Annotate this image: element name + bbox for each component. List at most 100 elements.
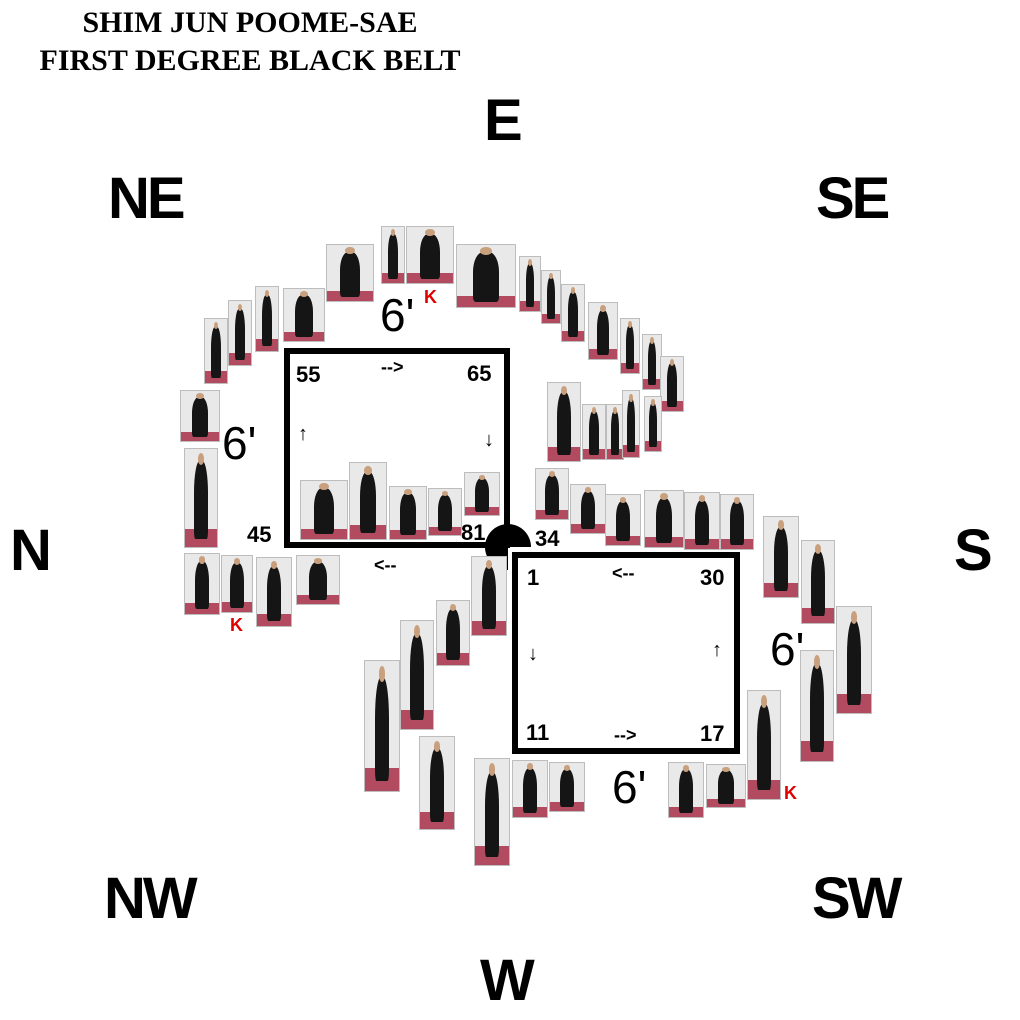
movement-photo bbox=[256, 557, 292, 627]
practitioner-head bbox=[669, 359, 675, 366]
practitioner-figure bbox=[194, 561, 210, 610]
lower-box-arrow-bottom: --> bbox=[614, 725, 637, 745]
practitioner-head bbox=[813, 655, 821, 669]
lower-movement-box bbox=[512, 552, 740, 754]
practitioner-head bbox=[526, 763, 534, 770]
practitioner-figure bbox=[627, 398, 635, 452]
practitioner-figure bbox=[615, 501, 631, 541]
practitioner-figure bbox=[191, 397, 209, 437]
practitioner-figure bbox=[809, 664, 825, 753]
practitioner-head bbox=[549, 273, 553, 280]
kick-marker: K bbox=[784, 783, 797, 803]
movement-photo bbox=[535, 468, 569, 520]
practitioner-head bbox=[300, 291, 308, 298]
upper-box-arrow-top: --> bbox=[381, 357, 404, 377]
practitioner-figure bbox=[667, 363, 677, 407]
movement-photo bbox=[255, 286, 279, 352]
practitioner-figure bbox=[596, 309, 610, 355]
movement-photo bbox=[389, 486, 427, 540]
compass-northeast: NE bbox=[108, 166, 186, 231]
practitioner-head bbox=[425, 229, 435, 236]
movement-photo bbox=[642, 334, 662, 390]
movement-photo bbox=[644, 490, 684, 548]
practitioner-figure bbox=[580, 490, 596, 530]
practitioner-head bbox=[563, 764, 571, 771]
movement-photo bbox=[561, 284, 585, 342]
practitioner-figure bbox=[649, 403, 657, 447]
practitioner-head bbox=[413, 625, 421, 639]
compass-north: N bbox=[10, 518, 52, 583]
compass-west: W bbox=[480, 948, 535, 1013]
movement-photo bbox=[300, 480, 348, 540]
practitioner-head bbox=[404, 489, 412, 496]
practitioner-head bbox=[364, 466, 372, 476]
practitioner-figure bbox=[313, 487, 335, 535]
practitioner-figure bbox=[846, 619, 862, 705]
movement-photo bbox=[668, 762, 704, 818]
practitioner-figure bbox=[437, 494, 453, 532]
practitioner-head bbox=[850, 611, 858, 624]
practitioner-figure bbox=[262, 294, 272, 346]
practitioner-figure bbox=[429, 748, 445, 822]
practitioner-head bbox=[196, 393, 204, 399]
practitioner-figure bbox=[473, 252, 499, 303]
pivot-count: 34 bbox=[535, 526, 560, 551]
practitioner-head bbox=[319, 483, 329, 491]
practitioner-figure bbox=[756, 703, 772, 791]
upper-box-count-bottom-left: 45 bbox=[247, 522, 272, 547]
lower-box-count-bottom-right: 17 bbox=[700, 721, 725, 746]
upper-box-arrow-bottom: <-- bbox=[374, 555, 397, 575]
upper-box-count-top-left: 55 bbox=[296, 362, 321, 387]
movement-photo bbox=[605, 494, 641, 546]
movement-photo bbox=[406, 226, 454, 284]
upper-box-count-top-right: 65 bbox=[467, 361, 492, 386]
movement-photo bbox=[381, 226, 405, 284]
practitioner-figure bbox=[655, 497, 673, 543]
practitioner-head bbox=[600, 305, 606, 312]
practitioner-figure bbox=[522, 767, 538, 813]
practitioner-figure bbox=[419, 233, 441, 279]
practitioner-figure bbox=[729, 501, 745, 545]
lower-box-count-top-right: 30 bbox=[700, 565, 725, 590]
movement-photo bbox=[547, 382, 581, 462]
practitioner-head bbox=[629, 393, 633, 402]
practitioner-head bbox=[345, 247, 355, 254]
movement-photo bbox=[428, 488, 462, 536]
movement-photo bbox=[801, 540, 835, 624]
practitioner-figure bbox=[568, 291, 578, 337]
practitioner-figure bbox=[611, 411, 619, 455]
practitioner-figure bbox=[773, 526, 789, 591]
practitioner-figure bbox=[810, 550, 826, 617]
movement-photo bbox=[706, 764, 746, 808]
movement-photo bbox=[464, 472, 500, 516]
practitioner-figure bbox=[308, 561, 328, 601]
movement-photo bbox=[400, 620, 434, 730]
movement-photo bbox=[436, 600, 470, 666]
practitioner-head bbox=[760, 695, 768, 709]
practitioner-head bbox=[777, 520, 785, 530]
practitioner-head bbox=[390, 229, 396, 236]
practitioner-head bbox=[584, 486, 592, 493]
movement-photo bbox=[456, 244, 516, 308]
movement-photo bbox=[471, 556, 507, 636]
movement-photo bbox=[349, 462, 387, 540]
movement-photo bbox=[221, 555, 253, 613]
practitioner-head bbox=[449, 603, 457, 612]
practitioner-figure bbox=[295, 295, 313, 337]
practitioner-figure bbox=[694, 499, 710, 545]
practitioner-figure bbox=[589, 411, 599, 455]
practitioner-figure bbox=[648, 341, 656, 385]
practitioner-figure bbox=[230, 562, 244, 608]
movement-photo bbox=[184, 553, 220, 615]
title-line-2: FIRST DEGREE BLACK BELT bbox=[39, 44, 461, 77]
compass-east: E bbox=[484, 88, 523, 153]
practitioner-head bbox=[651, 399, 655, 406]
movement-photo bbox=[419, 736, 455, 830]
movement-photo bbox=[836, 606, 872, 714]
distance-label-south: 6' bbox=[770, 623, 805, 675]
upper-box-arrow-right: ↓ bbox=[484, 429, 494, 451]
practitioner-figure bbox=[388, 233, 398, 279]
practitioner-figure bbox=[445, 608, 461, 660]
practitioner-head bbox=[528, 259, 532, 266]
practitioner-figure bbox=[409, 633, 425, 721]
